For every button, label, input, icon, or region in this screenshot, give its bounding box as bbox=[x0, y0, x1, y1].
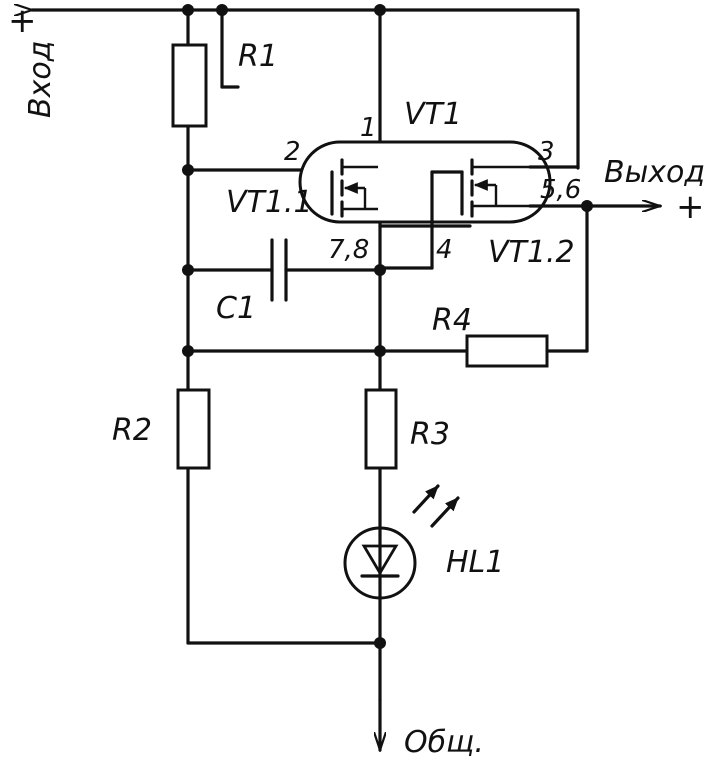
input-label: Вход bbox=[23, 41, 58, 118]
junction-dot bbox=[374, 637, 386, 649]
r2-body bbox=[176, 388, 211, 470]
vt1-2-mosfet bbox=[460, 158, 530, 218]
r3-body bbox=[364, 388, 398, 470]
hl1-light-arrow-1 bbox=[412, 484, 440, 514]
pin-1-label: 1 bbox=[360, 113, 377, 143]
junction-dot bbox=[216, 4, 228, 16]
junction-dot bbox=[374, 345, 386, 357]
led-hl1: HL1 bbox=[343, 484, 504, 600]
pin-numbers: 1 2 3 4 5,6 7,8 bbox=[284, 113, 581, 265]
r1-label: R1 bbox=[238, 39, 278, 74]
r2-label: R2 bbox=[112, 413, 152, 448]
c1-label: C1 bbox=[216, 291, 256, 326]
resistor-r1: R1 bbox=[171, 8, 278, 128]
junction-dots bbox=[182, 4, 593, 649]
r4-body bbox=[465, 334, 549, 368]
hl1-light-arrow-2 bbox=[430, 496, 460, 528]
vt1-2-label: VT1.2 bbox=[488, 235, 575, 270]
resistor-r4: R4 bbox=[186, 204, 589, 368]
output-terminal: Выход + bbox=[585, 155, 705, 227]
vt1-label: VT1 bbox=[404, 97, 462, 132]
output-plus-sign: + bbox=[676, 187, 705, 227]
pin-3-label: 3 bbox=[538, 137, 555, 167]
output-label: Выход bbox=[604, 155, 705, 190]
r4-label: R4 bbox=[432, 303, 472, 338]
r1-body bbox=[171, 43, 208, 128]
vt1-envelope bbox=[298, 140, 552, 224]
junction-dot bbox=[374, 264, 386, 276]
resistor-r2: R2 bbox=[112, 388, 211, 470]
transistor-vt1: VT1 bbox=[298, 97, 589, 270]
junction-dot bbox=[182, 164, 194, 176]
junction-dot bbox=[182, 264, 194, 276]
hl1-diode-triangle bbox=[361, 544, 399, 576]
common-label: Общ. bbox=[404, 725, 484, 760]
top-rail-wire bbox=[32, 10, 580, 170]
junction-dot bbox=[374, 4, 386, 16]
vt1-1-label: VT1.1 bbox=[226, 185, 313, 220]
hl1-label: HL1 bbox=[446, 545, 504, 580]
junction-dot bbox=[182, 345, 194, 357]
pin-78-label: 7,8 bbox=[328, 235, 369, 265]
pin-56-label: 5,6 bbox=[540, 175, 581, 205]
capacitor-c1: C1 bbox=[186, 238, 382, 326]
vt1-1-mosfet bbox=[330, 158, 378, 218]
input-plus-sign: + bbox=[8, 1, 37, 41]
pin-2-label: 2 bbox=[284, 137, 301, 167]
input-terminal: + Вход bbox=[8, 1, 58, 118]
pin-4-label: 4 bbox=[436, 235, 453, 265]
junction-dot bbox=[581, 200, 593, 212]
resistor-r3: R3 bbox=[364, 388, 450, 470]
junction-dot bbox=[182, 4, 194, 16]
r3-label: R3 bbox=[410, 417, 450, 452]
